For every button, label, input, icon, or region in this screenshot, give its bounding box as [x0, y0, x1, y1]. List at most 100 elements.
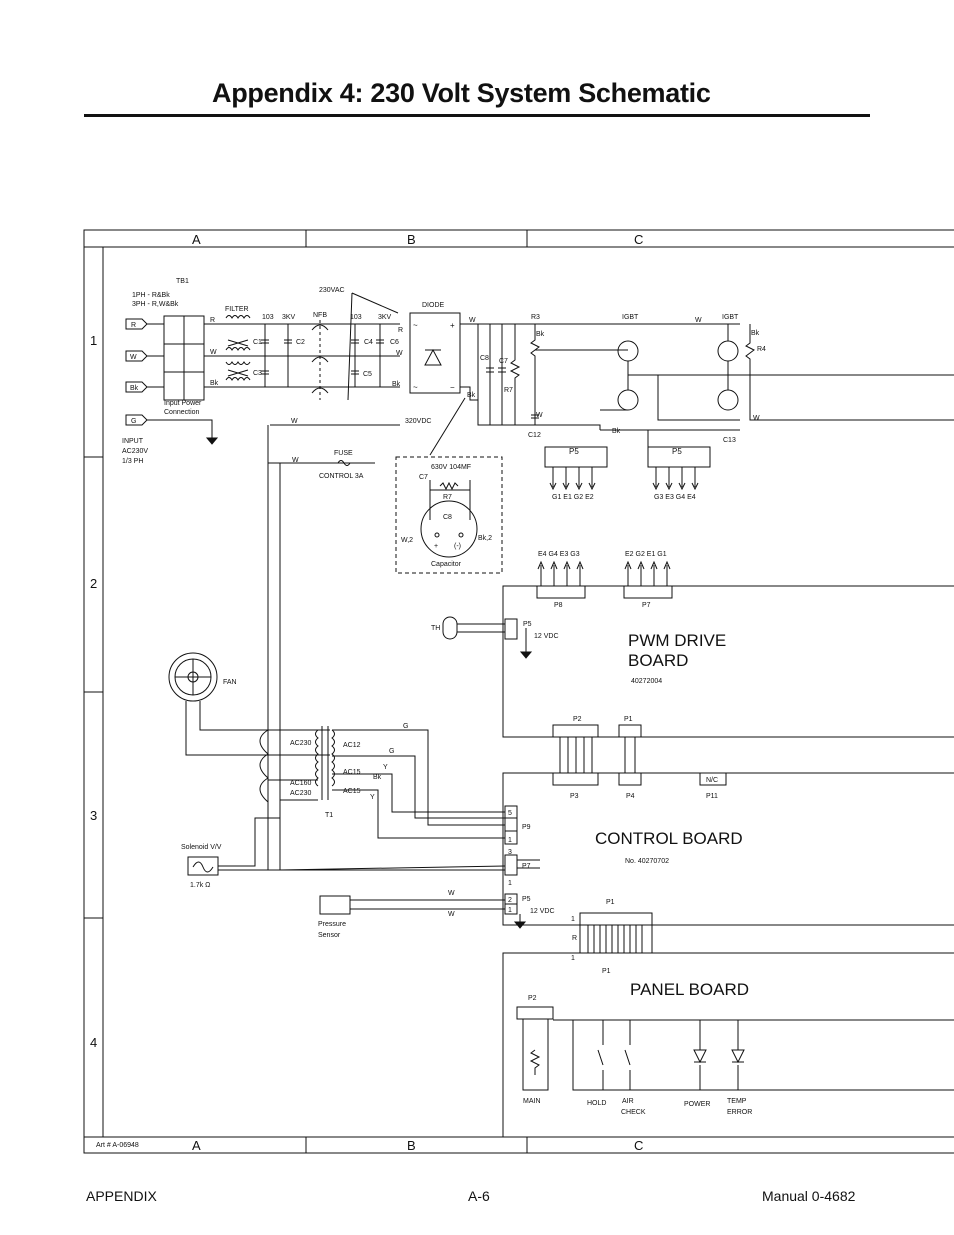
- ac12-label: AC12: [343, 742, 361, 749]
- row-label-2: 2: [90, 576, 97, 591]
- c1-label: C1: [253, 339, 262, 346]
- fuse-label: FUSE: [334, 450, 353, 457]
- p11-label: P11: [706, 793, 718, 800]
- diode-label: DIODE: [422, 302, 445, 309]
- cap-detail-caption: Capacitor: [431, 561, 462, 568]
- p4-label: P4: [626, 793, 635, 800]
- p9-pin-1b: 1: [508, 880, 512, 887]
- input-voltage-3: 1/3 PH: [122, 458, 143, 465]
- pwm-12vdc: 12 VDC: [534, 633, 559, 640]
- p5-pin-2: 2: [508, 897, 512, 904]
- ctrl-p7-label: P7: [522, 863, 531, 870]
- pwm-signals-left: E4 G4 E3 G3: [538, 551, 580, 558]
- cap-detail-plus: +: [434, 543, 438, 550]
- control-board-number: No. 40270702: [625, 858, 669, 865]
- c3-label: C3: [253, 370, 262, 377]
- pwm-p5-label: P5: [523, 621, 532, 628]
- cap-rating: 630V 104MF: [431, 464, 471, 471]
- page-title: Appendix 4: 230 Volt System Schematic: [212, 78, 711, 108]
- wire-y-1: Y: [383, 764, 388, 771]
- col-label-a-bottom: A: [192, 1138, 201, 1153]
- gate-signals-left: G1 E1 G2 E2: [552, 494, 594, 501]
- input-voltage-2: AC230V: [122, 448, 148, 455]
- p9-label: P9: [522, 824, 531, 831]
- pressure-w-1: W: [448, 890, 455, 897]
- cap-103-a: 103: [262, 314, 274, 321]
- art-number: Art # A-06948: [96, 1142, 139, 1149]
- gate-signals-right: G3 E3 G4 E4: [654, 494, 696, 501]
- panel-p1-b: P1: [602, 968, 611, 975]
- c4-label: C4: [364, 339, 373, 346]
- wire-w-b: W: [292, 457, 299, 464]
- wire-y-2: Y: [370, 794, 375, 801]
- wire-g-2: G: [389, 748, 394, 755]
- row-label-4: 4: [90, 1035, 97, 1050]
- col-label-c-bottom: C: [634, 1138, 643, 1153]
- th-label: TH: [431, 625, 440, 632]
- cap-103-b: 103: [350, 314, 362, 321]
- c5-label: C5: [363, 371, 372, 378]
- power-led-label: POWER: [684, 1101, 710, 1108]
- air-check-label-2: CHECK: [621, 1109, 646, 1116]
- wire-r-2: R: [398, 327, 403, 334]
- ac15-label-b: AC15: [343, 788, 361, 795]
- pwm-board-title-2: BOARD: [628, 651, 688, 670]
- cap-detail-w2: W,2: [401, 537, 413, 544]
- vdc-320-label: 320VDC: [405, 418, 431, 425]
- pressure-label-2: Sensor: [318, 932, 341, 939]
- p3-label: P3: [570, 793, 579, 800]
- pwm-board-title-1: PWM DRIVE: [628, 631, 726, 650]
- vac-230-label: 230VAC: [319, 287, 345, 294]
- air-check-label-1: AIR: [622, 1098, 634, 1105]
- col-label-c-top: C: [634, 232, 643, 247]
- igbt-bk-2: Bk: [612, 428, 621, 435]
- row-label-3: 3: [90, 808, 97, 823]
- p5-connector-b: P5: [672, 447, 682, 456]
- input-term-g: G: [131, 418, 136, 425]
- c2-label: C2: [296, 339, 305, 346]
- igbt-bk-1: Bk: [751, 330, 760, 337]
- wire-bk-2: Bk: [392, 381, 401, 388]
- diode-plus: +: [450, 321, 455, 330]
- footer-page-number: A-6: [468, 1188, 490, 1204]
- c6-label: C6: [390, 339, 399, 346]
- wire-g-1: G: [403, 723, 408, 730]
- fuse-rating: CONTROL 3A: [319, 473, 364, 480]
- igbt-w-2: W: [753, 415, 760, 422]
- col-label-a-top: A: [192, 232, 201, 247]
- ctrl-p5-label: P5: [522, 896, 531, 903]
- fan-label: FAN: [223, 679, 237, 686]
- panel-one-b: 1: [571, 955, 575, 962]
- igbt-w: W: [695, 317, 702, 324]
- input-power-label-1: Input Power: [164, 400, 202, 407]
- p7-pin-3: 3: [508, 849, 512, 856]
- pressure-w-2: W: [448, 911, 455, 918]
- ac230-label-b: AC230: [290, 790, 312, 797]
- ctrl-12vdc: 12 VDC: [530, 908, 555, 915]
- pressure-label-1: Pressure: [318, 921, 346, 928]
- panel-board-title: PANEL BOARD: [630, 980, 749, 999]
- cap-detail-bk2: Bk,2: [478, 535, 492, 542]
- input-term-bk: Bk: [130, 385, 139, 392]
- temp-error-label-2: ERROR: [727, 1109, 752, 1116]
- wire-w-a: W: [291, 418, 298, 425]
- phase3-label: 3PH - R,W&Bk: [132, 301, 179, 308]
- hold-switch-label: HOLD: [587, 1100, 606, 1107]
- r3-w: W: [536, 412, 543, 419]
- c13-label: C13: [723, 437, 736, 444]
- diode-w: W: [469, 317, 476, 324]
- input-term-w: W: [130, 354, 137, 361]
- diode-tilde-2: ~: [413, 383, 418, 392]
- main-pot-label: MAIN: [523, 1098, 541, 1105]
- t1-label: T1: [325, 812, 333, 819]
- igbt-label-1: IGBT: [622, 314, 639, 321]
- solenoid-value: 1.7k Ω: [190, 882, 210, 889]
- pwm-board-number: 40272004: [631, 678, 662, 685]
- p1-label: P1: [624, 716, 633, 723]
- p7-label: P7: [642, 602, 651, 609]
- cap-3kv-a: 3KV: [282, 314, 296, 321]
- filter-label: FILTER: [225, 306, 249, 313]
- solenoid-label: Solenoid V/V: [181, 844, 222, 851]
- p5-pin-1: 1: [508, 907, 512, 914]
- ac160-label: AC160: [290, 780, 312, 787]
